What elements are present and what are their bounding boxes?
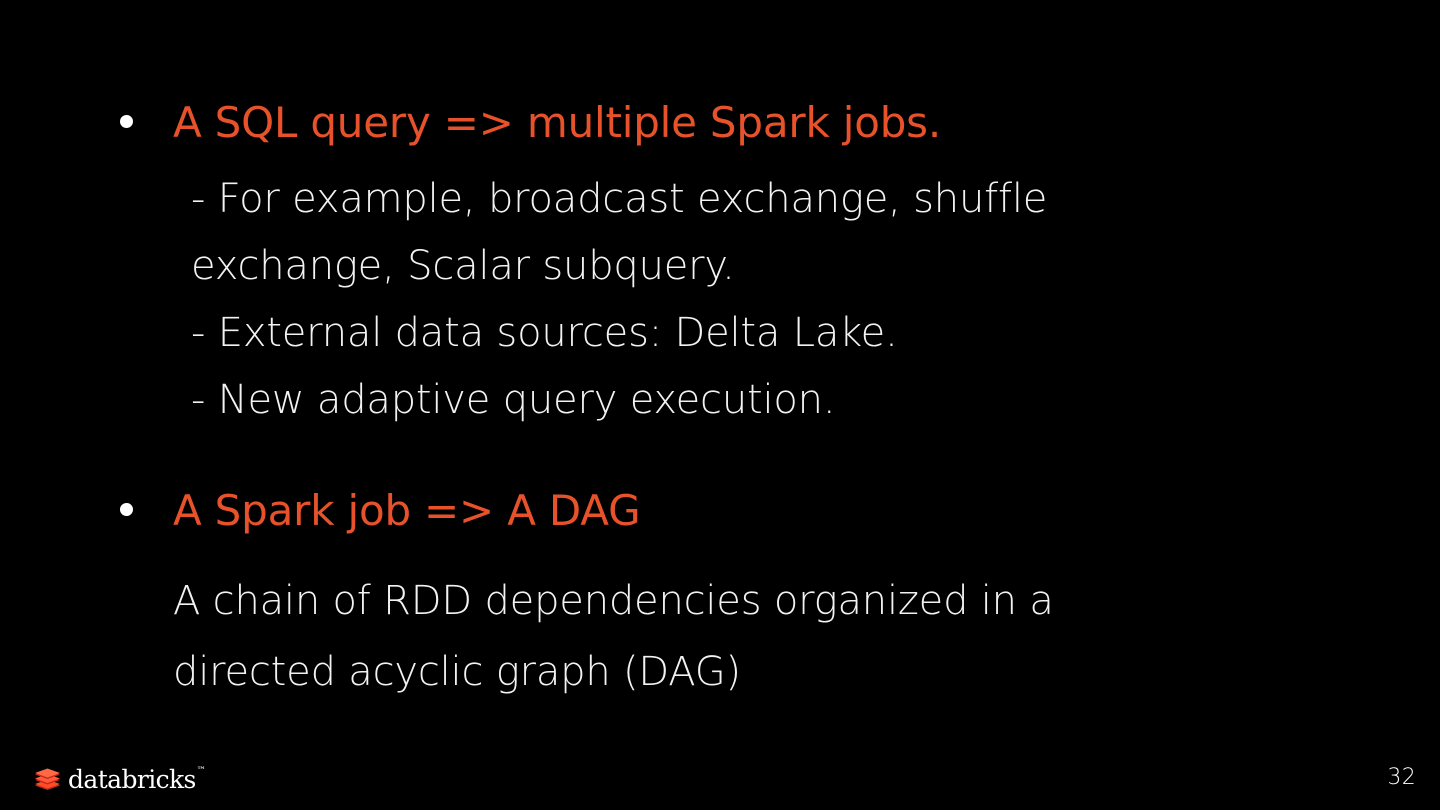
stacked-bricks-icon-svg — [35, 768, 60, 790]
sub-list-item: - For example, broadcast exchange, shuff… — [191, 176, 1048, 289]
databricks-wordmark-text: databricks — [68, 765, 196, 794]
bullet-marker-icon-1 — [110, 92, 173, 154]
bullet-headline-1: A SQL query => multiple Spark jobs. — [173, 98, 941, 147]
spacer — [110, 542, 1230, 548]
bullet-row-1: A SQL query => multiple Spark jobs. — [110, 92, 1230, 154]
databricks-wordmark: databricks™ — [68, 765, 206, 794]
sub-list-item: - External data sources: Delta Lake. — [191, 310, 898, 356]
bullet-marker-icon-2 — [110, 480, 173, 542]
trademark-symbol: ™ — [196, 765, 206, 776]
slide-content: A SQL query => multiple Spark jobs. - Fo… — [110, 92, 1230, 708]
spacer — [110, 434, 1230, 480]
bullet-block-1: A SQL query => multiple Spark jobs. - Fo… — [110, 92, 1230, 434]
databricks-logo: databricks™ — [34, 765, 206, 794]
sub-list-item: - New adaptive query execution. — [191, 377, 836, 423]
bullet-body-paragraph-2: A chain of RDD dependencies organized in… — [173, 578, 1054, 695]
stacked-bricks-icon — [34, 767, 61, 792]
bullet-headline-2: A Spark job => A DAG — [173, 486, 641, 535]
sub-list-1: - For example, broadcast exchange, shuff… — [191, 166, 1230, 434]
bullet-block-2: A Spark job => A DAG A chain of RDD depe… — [110, 480, 1230, 708]
page-number: 32 — [1387, 765, 1416, 790]
bullet-row-2: A Spark job => A DAG — [110, 480, 1230, 542]
